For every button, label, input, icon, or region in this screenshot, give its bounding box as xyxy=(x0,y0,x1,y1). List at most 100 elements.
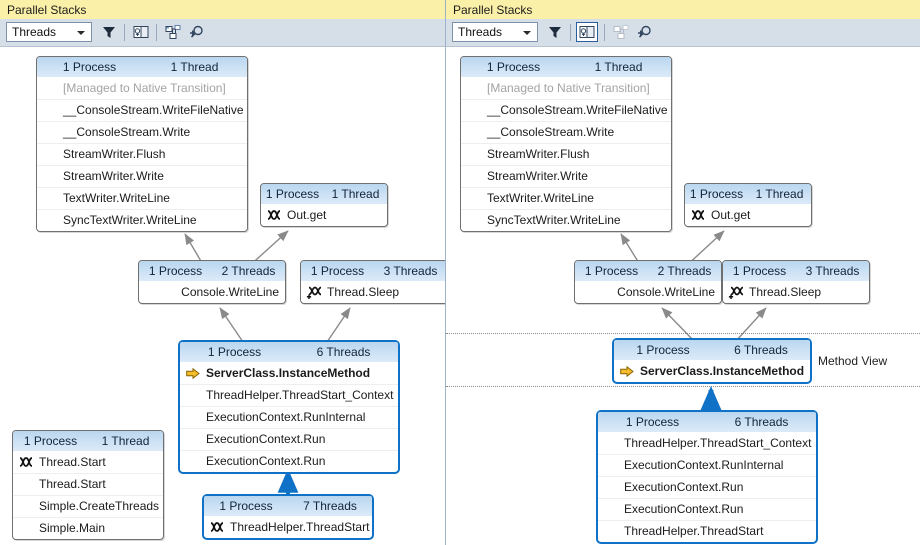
process-count: 1 Process xyxy=(584,264,639,278)
stack-frame[interactable]: [Managed to Native Transition] xyxy=(487,81,650,95)
process-count: 1 Process xyxy=(207,345,262,359)
stack-box-header: 1 Process 7 Threads xyxy=(204,496,372,517)
stack-box-header: 1 Process 1 Thread xyxy=(13,431,163,452)
stack-frame[interactable]: Thread.Sleep xyxy=(723,282,869,303)
parallel-stacks-panel-left: Parallel Stacks Threads xyxy=(0,0,445,545)
stack-frame[interactable]: Out.get xyxy=(261,205,387,226)
method-view-button[interactable] xyxy=(576,22,598,42)
stack-box-console-writeline[interactable]: 1 Process 2 Threads Console.WriteLine xyxy=(138,260,286,304)
stack-frame[interactable]: __ConsoleStream.WriteFileNative xyxy=(37,99,247,121)
stack-box-server-class-instance-method[interactable]: 1 Process 6 Threads ServerClass.Instance… xyxy=(612,338,812,384)
stack-frame[interactable]: ExecutionContext.RunInternal xyxy=(180,406,398,428)
stack-frame[interactable]: StreamWriter.Write xyxy=(37,165,247,187)
stack-frame[interactable]: Out.get xyxy=(685,205,811,226)
toolbar-divider-1 xyxy=(570,24,571,41)
stack-frame[interactable]: SyncTextWriter.WriteLine xyxy=(37,209,247,231)
toolbar-divider-1 xyxy=(124,24,125,41)
filter-button[interactable] xyxy=(544,22,566,42)
frame-list: Out.get xyxy=(261,205,387,226)
stack-frame[interactable]: ExecutionContext.Run xyxy=(598,476,816,498)
chevron-down-icon xyxy=(523,31,531,35)
stack-box-server-class-instance-method[interactable]: 1 Process 6 Threads ServerClass.Instance… xyxy=(178,340,400,474)
auto-scroll-to-stack-button[interactable] xyxy=(186,22,208,42)
stack-frame[interactable]: Simple.Main xyxy=(13,517,163,539)
stack-frame[interactable]: Simple.CreateThreads xyxy=(13,495,163,517)
stack-frame[interactable]: __ConsoleStream.Write xyxy=(37,121,247,143)
stack-frame[interactable]: ExecutionContext.RunInternal xyxy=(598,454,816,476)
filter-button[interactable] xyxy=(98,22,120,42)
auto-scroll-to-stack-button[interactable] xyxy=(634,22,656,42)
parallel-stacks-panel-right: Parallel Stacks Threads xyxy=(446,0,920,545)
stack-box-header: 1 Process 1 Thread xyxy=(685,184,811,205)
chevron-down-icon xyxy=(77,31,85,35)
stack-frame[interactable]: [Managed to Native Transition] xyxy=(63,81,226,95)
stack-frame[interactable]: StreamWriter.Flush xyxy=(37,143,247,165)
stack-frame-current[interactable]: ServerClass.InstanceMethod xyxy=(614,361,810,382)
toolbar: Threads xyxy=(446,19,920,47)
stack-frame[interactable]: StreamWriter.Write xyxy=(461,165,671,187)
stack-frame[interactable]: ExecutionContext.Run xyxy=(180,450,398,472)
stack-box-header: 1 Process 2 Threads xyxy=(575,261,721,282)
stack-frame[interactable]: TextWriter.WriteLine xyxy=(37,187,247,209)
method-view-bottom-divider xyxy=(446,386,920,387)
filter-icon xyxy=(549,27,561,38)
stack-box-console-write[interactable]: 1 Process 1 Thread [Managed to Native Tr… xyxy=(36,56,248,232)
frame-list: ThreadHelper.ThreadStart_Context Executi… xyxy=(598,433,816,542)
stack-frame-current[interactable]: ServerClass.InstanceMethod xyxy=(180,363,398,384)
stack-frame[interactable]: Console.WriteLine xyxy=(181,285,279,299)
stack-frame[interactable]: SyncTextWriter.WriteLine xyxy=(461,209,671,231)
stack-box-header: 1 Process 6 Threads xyxy=(614,340,810,361)
threads-plus-icon xyxy=(728,286,744,299)
stack-frame[interactable]: Thread.Start xyxy=(13,452,163,473)
stack-frame[interactable]: TextWriter.WriteLine xyxy=(461,187,671,209)
stack-box-out-get[interactable]: 1 Process 1 Thread Out.get xyxy=(260,183,388,227)
toggle-zoom-icon xyxy=(165,25,181,39)
stack-box-thread-sleep[interactable]: 1 Process 3 Threads Thread.Sleep xyxy=(722,260,870,304)
stack-frame[interactable]: ThreadHelper.ThreadStart_Context xyxy=(624,436,812,450)
stack-frame[interactable]: Console.WriteLine xyxy=(617,285,715,299)
thread-count: 6 Threads xyxy=(316,345,371,359)
current-frame-arrow-icon xyxy=(620,366,634,377)
stack-frame[interactable]: StreamWriter.Flush xyxy=(461,143,671,165)
stack-frame[interactable]: Thread.Sleep xyxy=(301,282,445,303)
stack-frame[interactable]: __ConsoleStream.Write xyxy=(461,121,671,143)
stack-box-out-get[interactable]: 1 Process 1 Thread Out.get xyxy=(684,183,812,227)
thread-count: 3 Threads xyxy=(805,264,860,278)
stack-frame[interactable]: ExecutionContext.Run xyxy=(180,428,398,450)
toolbar-divider-2 xyxy=(156,24,157,41)
current-frame-arrow-icon xyxy=(186,368,200,379)
stack-frame[interactable]: ThreadHelper.ThreadStart_Context xyxy=(180,384,398,406)
toggle-zoom-button[interactable] xyxy=(610,22,632,42)
stack-box-console-write[interactable]: 1 Process 1 Thread [Managed to Native Tr… xyxy=(460,56,672,232)
auto-scroll-to-stack-icon xyxy=(638,25,651,38)
thread-count: 1 Thread xyxy=(594,60,643,74)
stack-frame-label: Thread.Sleep xyxy=(749,285,822,299)
stack-box-threadhelper-threadstart[interactable]: 1 Process 7 Threads ThreadHelper.ThreadS… xyxy=(202,494,374,540)
filter-icon xyxy=(103,27,115,38)
threads-icon xyxy=(691,210,705,220)
frame-list: Console.WriteLine xyxy=(139,282,285,303)
stack-box-thread-start[interactable]: 1 Process 1 Thread Thread.Start Thread.S… xyxy=(12,430,164,540)
stack-box-header: 1 Process 1 Thread xyxy=(461,57,671,78)
stack-box-callers[interactable]: 1 Process 6 Threads ThreadHelper.ThreadS… xyxy=(596,410,818,544)
stack-box-console-writeline[interactable]: 1 Process 2 Threads Console.WriteLine xyxy=(574,260,722,304)
view-mode-select[interactable]: Threads xyxy=(6,22,92,42)
method-view-label: Method View xyxy=(818,354,888,368)
stack-frame-label: Out.get xyxy=(711,208,751,222)
stack-frame[interactable]: ThreadHelper.ThreadStart xyxy=(598,520,816,542)
thread-count: 1 Thread xyxy=(170,60,219,74)
stack-frame[interactable]: ThreadHelper.ThreadStart xyxy=(204,517,372,538)
stack-box-header: 1 Process 6 Threads xyxy=(180,342,398,363)
toggle-zoom-button[interactable] xyxy=(162,22,184,42)
stack-frame-label: Thread.Sleep xyxy=(327,285,400,299)
panel-divider xyxy=(445,0,446,545)
stack-frame[interactable]: ExecutionContext.Run xyxy=(598,498,816,520)
method-view-button[interactable] xyxy=(130,22,152,42)
stack-box-thread-sleep[interactable]: 1 Process 3 Threads Thread.Sleep xyxy=(300,260,445,304)
stack-frame[interactable]: __ConsoleStream.WriteFileNative xyxy=(461,99,671,121)
view-mode-select[interactable]: Threads xyxy=(452,22,538,42)
view-mode-value: Threads xyxy=(12,25,57,39)
process-count: 1 Process xyxy=(310,264,365,278)
stack-frame[interactable]: Thread.Start xyxy=(13,473,163,495)
process-count: 1 Process xyxy=(62,60,117,74)
